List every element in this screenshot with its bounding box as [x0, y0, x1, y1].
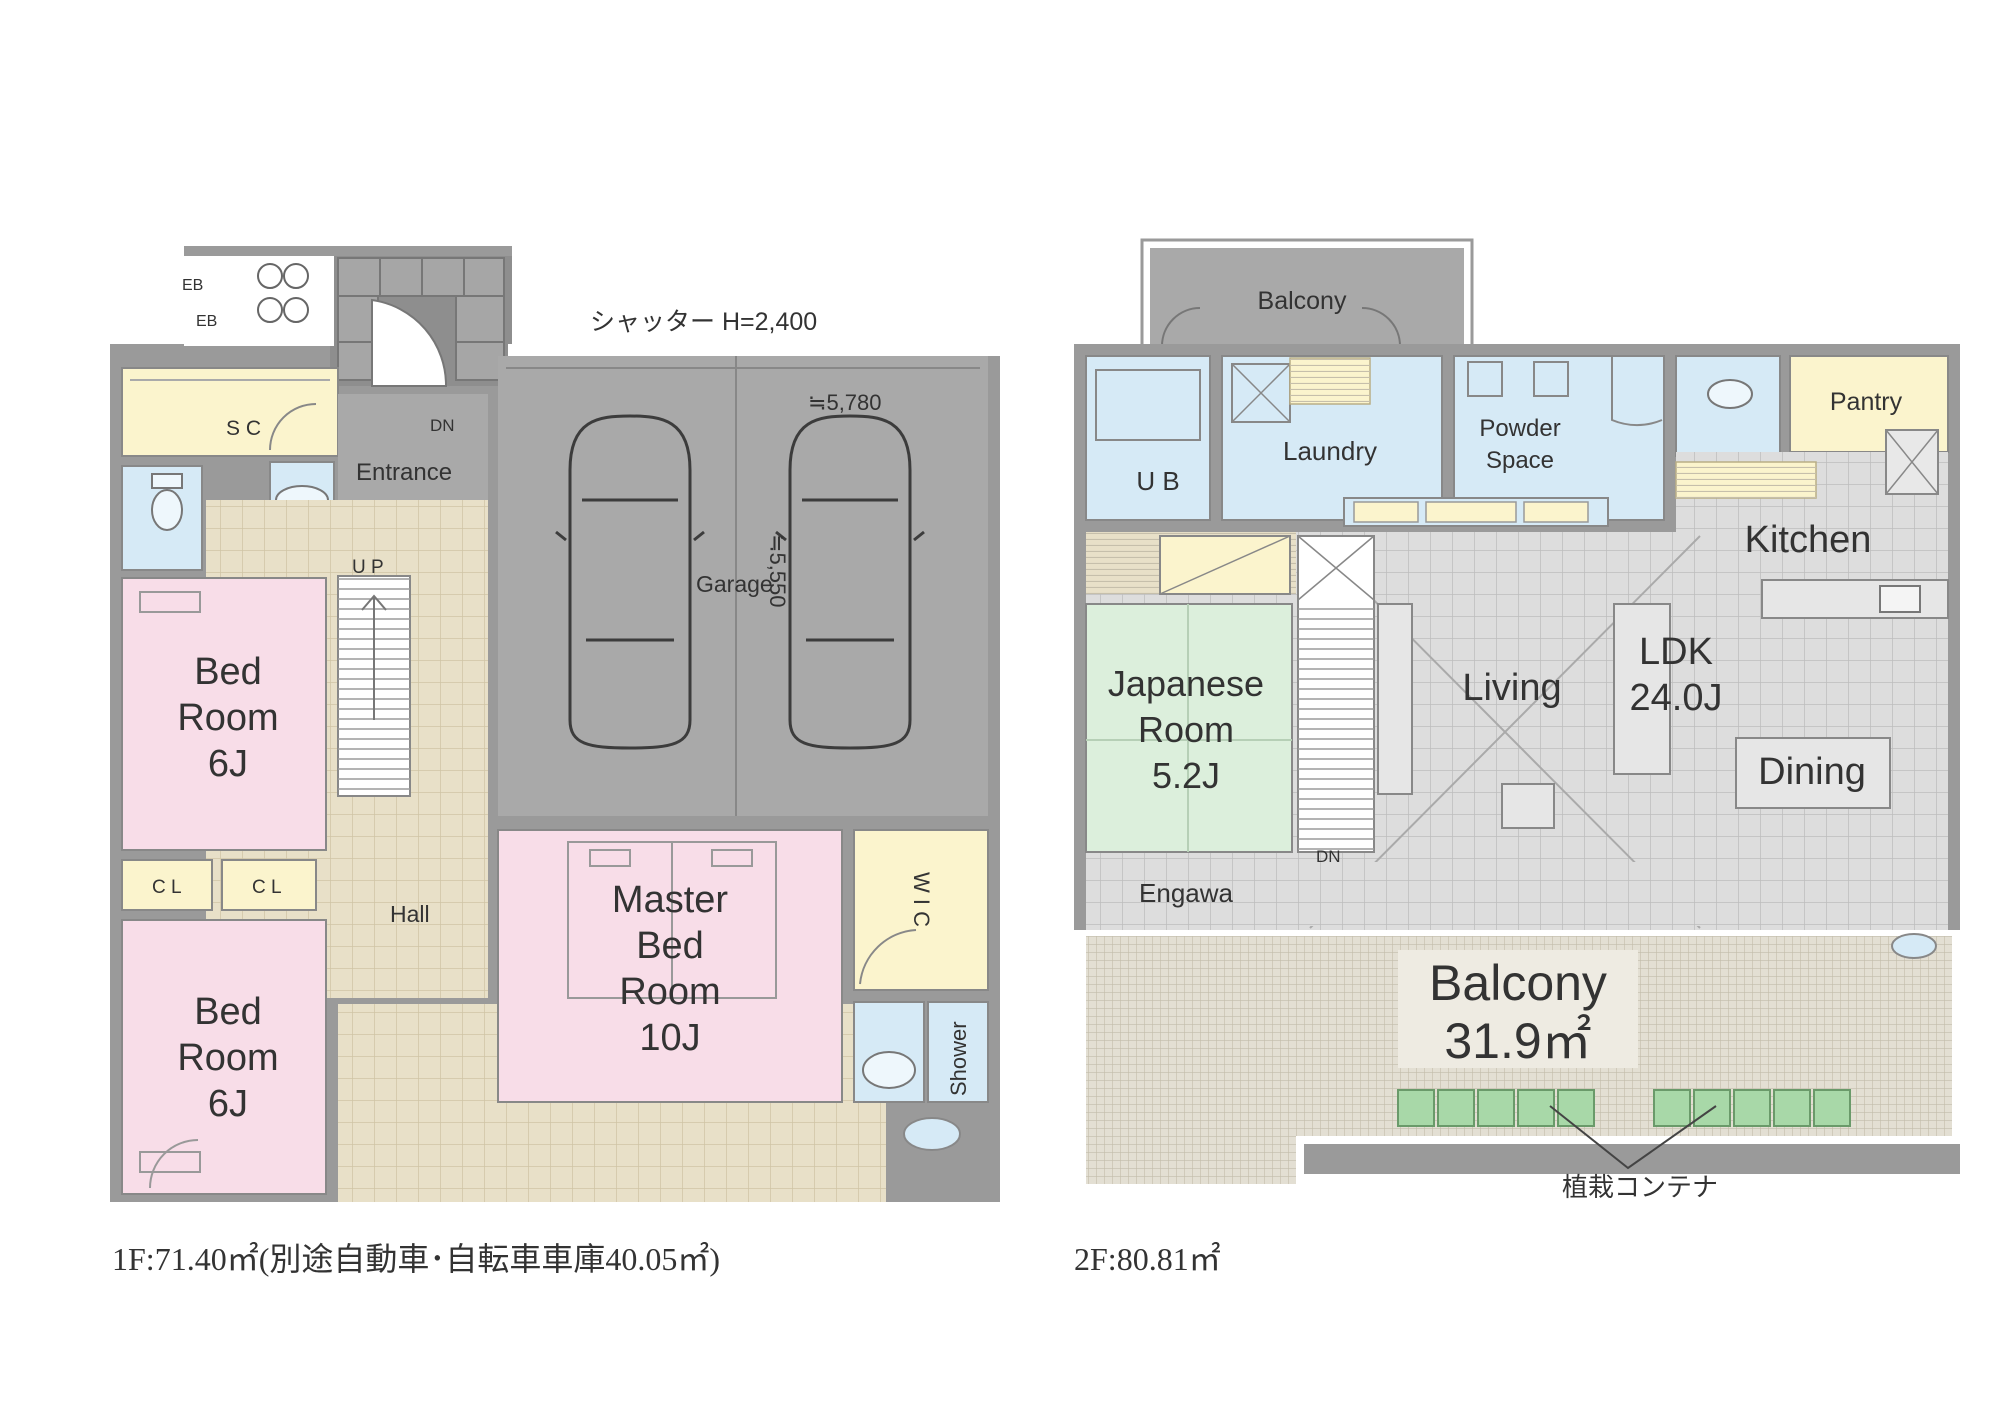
powder-space [1453, 355, 1665, 521]
powder-label-line2: Space [1486, 447, 1554, 474]
kitchen-label: Kitchen [1745, 519, 1872, 561]
entry-door-swing [371, 298, 448, 387]
stairs-dn-label: DN [1316, 847, 1341, 866]
garage-depth-dim: ≒5,550 [765, 534, 790, 608]
dining-table [1735, 737, 1891, 809]
balcony-main-area: 31.9㎡ [1444, 1013, 1591, 1069]
closet-1 [121, 859, 213, 911]
ub-label: U B [1136, 466, 1179, 496]
living-label: Living [1462, 667, 1561, 709]
bedroom-1-name-line2: Room [177, 697, 278, 739]
bedroom-2-name-line1: Bed [194, 991, 262, 1033]
shutter-note: シャッター H=2,400 [590, 308, 817, 336]
balcony-main-label: Balcony [1429, 955, 1607, 1011]
bedroom-2 [121, 919, 327, 1195]
closet-2 [221, 859, 317, 911]
hall-label: Hall [390, 901, 430, 927]
eb-label-2: EB [196, 313, 217, 330]
master-bed-line2: Bed [636, 925, 704, 967]
car-left [555, 414, 705, 750]
shower-label: Shower [946, 1021, 971, 1096]
shower-room [927, 1001, 989, 1103]
bedroom-1 [121, 577, 327, 851]
planter-leader-lines [1549, 1105, 1717, 1170]
wic-label: W I C [909, 872, 934, 927]
engawa-label: Engawa [1139, 878, 1233, 908]
planter-note: 植栽コンテナ [1562, 1172, 1718, 1202]
master-bed-line1: Master [612, 879, 728, 921]
sc-label: S C [226, 417, 261, 440]
floor-2-labels: Balcony Laundry Powder Space U B Pantry … [1074, 287, 1903, 1277]
bicycle-icon [257, 263, 309, 323]
floor2-caption: 2F:80.81㎡ [1074, 1241, 1221, 1277]
garage-label: Garage [696, 571, 773, 597]
floor1-caption: 1F:71.40㎡(別途自動車･自転車車庫40.05㎡) [112, 1241, 720, 1277]
ldk-label: LDK [1639, 631, 1713, 673]
pantry-label: Pantry [1830, 388, 1903, 416]
ldk-size: 24.0J [1630, 677, 1723, 719]
cooktop-icon [1879, 585, 1921, 613]
sofa [1613, 603, 1671, 775]
bedroom-2-size: 6J [208, 1083, 248, 1125]
master-bed-line3: Room [619, 971, 720, 1013]
eb-label-1: EB [182, 277, 203, 294]
japanese-room-line1: Japanese [1108, 663, 1264, 704]
balcony-label-plate [1398, 950, 1638, 1068]
laundry-label: Laundry [1283, 436, 1377, 466]
top-balcony-label: Balcony [1258, 287, 1347, 315]
planter-containers [1397, 1089, 1851, 1127]
entrance-floor [338, 394, 488, 502]
japanese-room-size: 5.2J [1152, 755, 1220, 796]
powder-label-line1: Powder [1479, 415, 1560, 442]
car-right [775, 414, 925, 750]
floor-1-plan [110, 246, 1000, 1202]
walk-in-closet [853, 829, 989, 991]
bedroom-1-size: 6J [208, 743, 248, 785]
entrance-dn-label: DN [430, 416, 455, 435]
stairs-up-label: U P [352, 557, 384, 578]
tv-board [1377, 603, 1413, 795]
entrance-label: Entrance [356, 459, 452, 486]
master-bed-size: 10J [639, 1017, 700, 1059]
sc-closet [121, 367, 339, 457]
garage-width-dim: ≒5,780 [808, 390, 882, 415]
japanese-room-line2: Room [1138, 709, 1234, 750]
floor-2-plan [1074, 238, 1960, 1192]
bedroom-1-name-line1: Bed [194, 651, 262, 693]
floor-1-labels: EB EB シャッター H=2,400 ≒5,780 ≒5,550 Garage… [112, 277, 971, 1277]
top-balcony [1150, 248, 1464, 348]
bedroom-2-name-line2: Room [177, 1037, 278, 1079]
closet-2-label: C L [252, 877, 282, 898]
unit-bath [1085, 355, 1211, 521]
dining-label: Dining [1758, 751, 1866, 793]
closet-1-label: C L [152, 877, 182, 898]
master-bedroom [497, 829, 843, 1103]
